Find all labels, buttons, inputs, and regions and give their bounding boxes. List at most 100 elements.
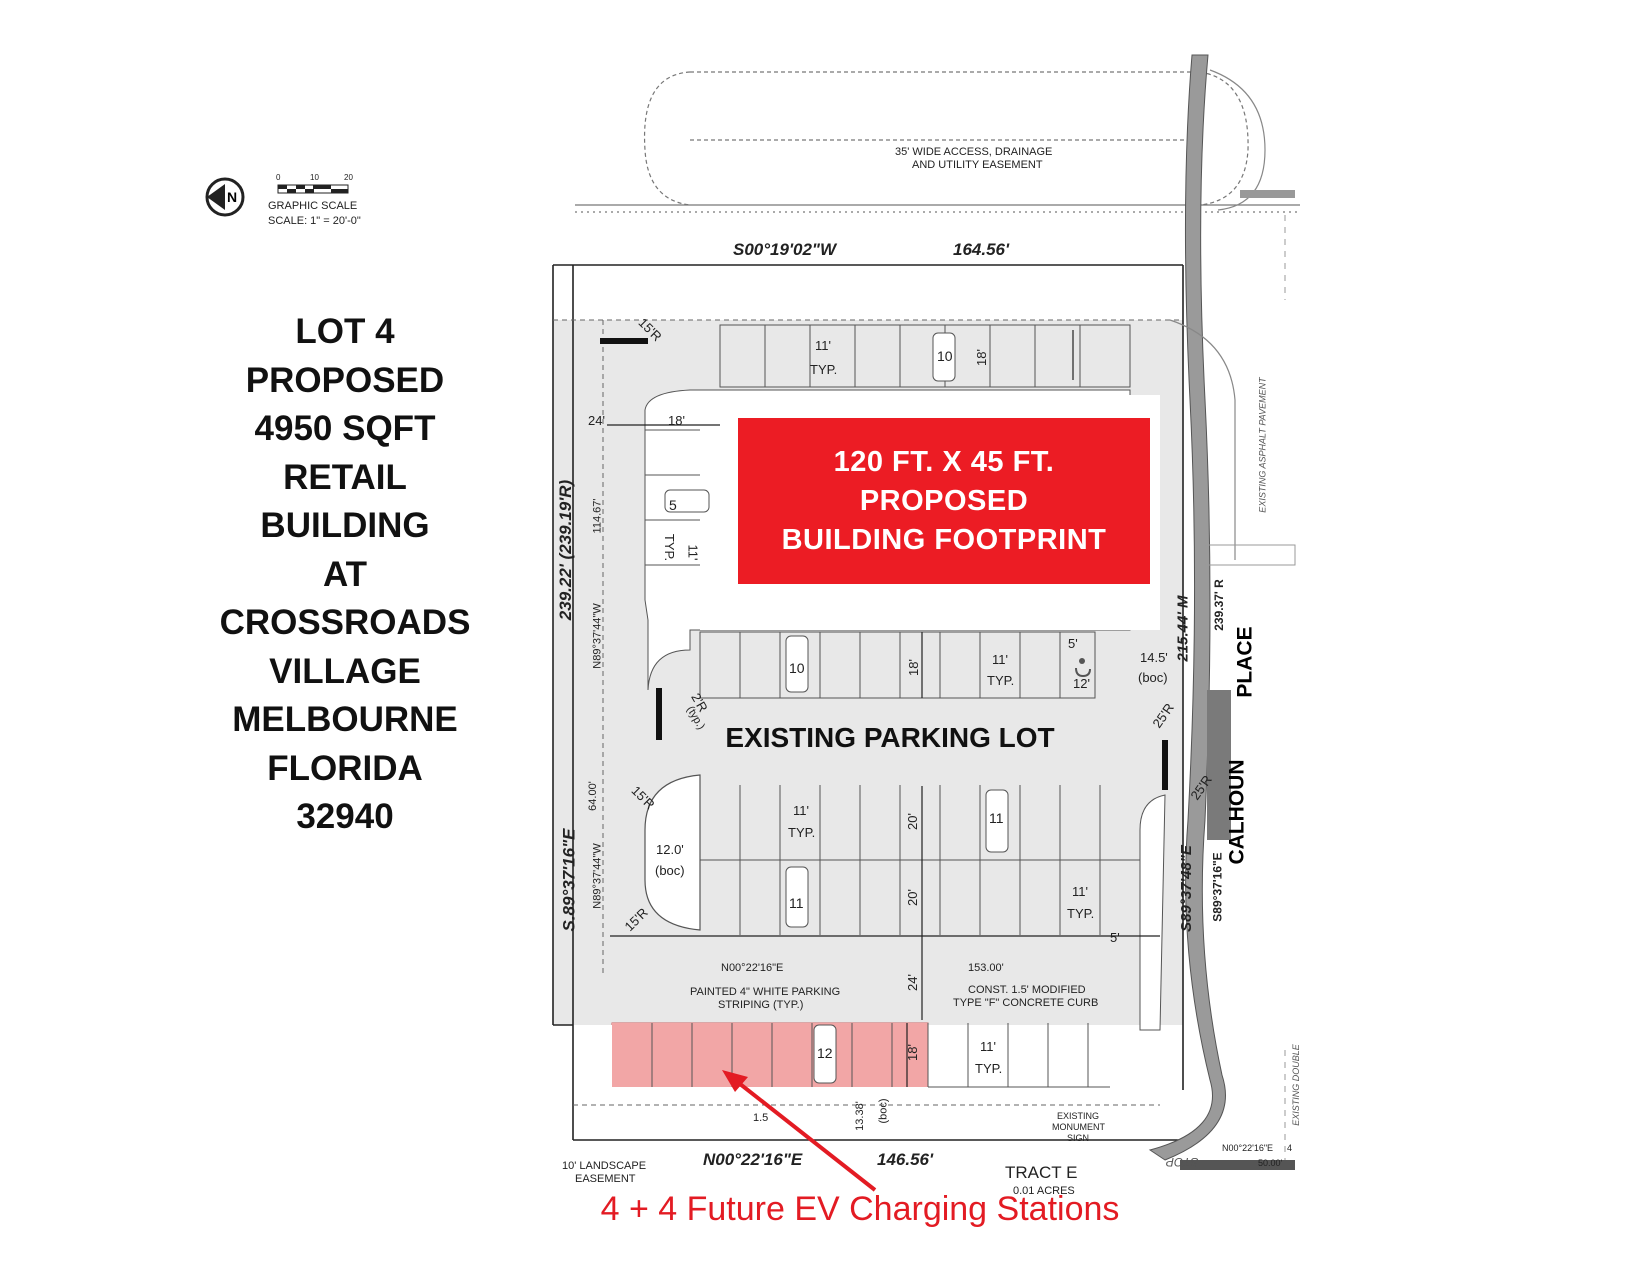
dim-boc-island: (boc): [655, 863, 685, 878]
curb-bars: [600, 338, 1168, 790]
striping-note-1: PAINTED 4" WHITE PARKING: [690, 986, 841, 998]
bottom-distance: 146.56': [877, 1150, 934, 1169]
lot-title-line: 32940: [296, 797, 394, 836]
lot-title-line: CROSSROADS: [219, 603, 471, 642]
right-bearing-record: S89°37'16"E: [1210, 852, 1225, 922]
right-island: [1139, 794, 1166, 1031]
dim-boc-right: (boc): [1138, 670, 1168, 685]
stop-marking: STOP: [1166, 1155, 1199, 1169]
dim-11-left: 11': [685, 544, 701, 561]
ev-zone-fill: [612, 1023, 928, 1087]
easement-line-2: AND UTILITY EASEMENT: [912, 159, 1043, 171]
landscape-note-2: EASEMENT: [575, 1173, 636, 1185]
top-bearing: S00°19'02"W: [733, 240, 837, 259]
asphalt-note: EXISTING ASPHALT PAVEMENT: [1257, 377, 1268, 513]
right-bearing: S89°37'48"E: [1177, 845, 1195, 932]
monument-note-3: SIGN: [1067, 1133, 1090, 1143]
dim-12-0: 12.0': [656, 842, 684, 857]
dim-18-top: 18': [973, 349, 989, 366]
setback-lines: [553, 319, 1183, 1106]
dim-1-5: 1.5: [753, 1112, 769, 1124]
north-arrow-icon: N: [205, 177, 245, 217]
dim-153: 153.00': [968, 962, 1004, 974]
scale-title: GRAPHIC SCALE: [268, 200, 358, 212]
monument-note-2: MONUMENT: [1052, 1122, 1105, 1132]
lot-title-line: PROPOSED: [245, 360, 445, 400]
lot-title-line: 4950 SQFT: [254, 409, 436, 448]
right-record: 239.37' R: [1211, 579, 1226, 631]
dim-typ-top: TYP.: [810, 362, 838, 377]
dim-18-bottom: 18': [904, 1044, 920, 1061]
ev-arrow: [722, 1070, 877, 1192]
monument-note-1: EXISTING: [1057, 1111, 1100, 1121]
double-note: EXISTING DOUBLE: [1290, 1044, 1301, 1126]
dim-20-upper: 20': [904, 813, 920, 830]
street-name-place: PLACE: [1233, 626, 1257, 698]
lot-title-line: MELBOURNE: [232, 700, 458, 739]
dim-11-right: 11': [1072, 884, 1088, 899]
dim-11-top: 11': [815, 338, 831, 353]
landscape-note-1: 10' LANDSCAPE: [562, 1160, 647, 1172]
building-line-3: BUILDING FOOTPRINT: [781, 523, 1107, 556]
street-name-calhoun: CALHOUN: [1225, 759, 1249, 865]
dim-5-mid: 5': [1068, 636, 1078, 651]
corner-bearing: N00°22'16"E: [1222, 1143, 1274, 1153]
dim-typ-bottom: TYP.: [975, 1061, 1003, 1076]
building-line-1: 120 FT. X 45 FT.: [833, 445, 1055, 478]
lot-title-line: AT: [322, 554, 368, 594]
dim-5-right: 5': [1110, 930, 1120, 945]
lot-title-line: VILLAGE: [269, 651, 421, 691]
left-stall-lines: [645, 429, 700, 566]
dim-12-mid: 12': [1073, 676, 1090, 691]
stall-count: 5: [669, 497, 677, 513]
lot-title-line: LOT 4: [295, 312, 395, 351]
accessible-icon: [1075, 658, 1091, 678]
corner-four: 4: [1287, 1143, 1293, 1153]
left-outer-distance: 239.22' (239.19'R): [556, 479, 576, 621]
dim-114-67: 114.67': [591, 498, 604, 534]
scale-tick: 20: [344, 173, 353, 182]
middle-stall-lines: [699, 631, 1096, 699]
lot-title-line: FLORIDA: [267, 748, 423, 788]
street-edge: [1148, 54, 1296, 1170]
dim-20-lower: 20': [904, 889, 920, 906]
dim-24-left: 24': [588, 413, 605, 428]
curb-note-1: CONST. 1.5' MODIFIED: [968, 984, 1086, 996]
dim-11-mid: 11': [992, 652, 1008, 667]
tract-label: TRACT E: [1005, 1163, 1078, 1182]
lot-title-line: BUILDING: [260, 506, 430, 545]
dimension-arrows: [607, 330, 1160, 1087]
tract-acres: 0.01 ACRES: [1013, 1185, 1075, 1197]
scale-text: SCALE: 1" = 20'-0": [268, 215, 361, 227]
top-parking-row: [719, 324, 1131, 388]
existing-parking-lot-label: EXISTING PARKING LOT: [725, 722, 1055, 753]
dim-typ-left: TYP.: [662, 533, 678, 562]
dim-boc-bottom: (boc): [877, 1098, 890, 1124]
proposed-building-footprint: 120 FT. X 45 FT. PROPOSED BUILDING FOOTP…: [738, 418, 1150, 584]
striping-note-2: STRIPING (TYP.): [718, 999, 804, 1011]
lot-title-line: RETAIL: [283, 457, 407, 497]
curb-note-2: TYPE "F" CONCRETE CURB: [953, 997, 1099, 1009]
left-island: [644, 774, 701, 931]
dim-n00-inner: N00°22'16"E: [721, 962, 784, 974]
dim-typ-mid: TYP.: [987, 673, 1015, 688]
easement-line-1: 35' WIDE ACCESS, DRAINAGE: [895, 146, 1053, 158]
easement-area: [575, 71, 1300, 213]
dim-13-38: 13.38': [853, 1101, 866, 1131]
ev-charging-caption: 4 + 4 Future EV Charging Stations: [600, 1190, 1120, 1228]
dim-n89-upper: N89°37'44"W: [591, 603, 604, 669]
stall-count: 11: [989, 810, 1004, 826]
dim-24-bottom: 24': [904, 974, 920, 991]
scale-bar: [277, 184, 349, 194]
top-distance: 164.56': [953, 240, 1010, 259]
left-bearing: S.89°37'16"E: [559, 828, 579, 932]
dim-typ-right: TYP.: [1067, 906, 1095, 921]
stall-count: 11: [789, 895, 804, 911]
dim-typ-center: TYP.: [788, 825, 816, 840]
svg-text:N: N: [227, 189, 237, 205]
dim-14-5: 14.5': [1140, 650, 1168, 665]
dim-11-center: 11': [793, 803, 809, 818]
landscape-strip-top: [553, 265, 1183, 320]
dim-n89-lower: N89°37'44"W: [591, 843, 604, 909]
dim-64: 64.00': [586, 781, 599, 811]
